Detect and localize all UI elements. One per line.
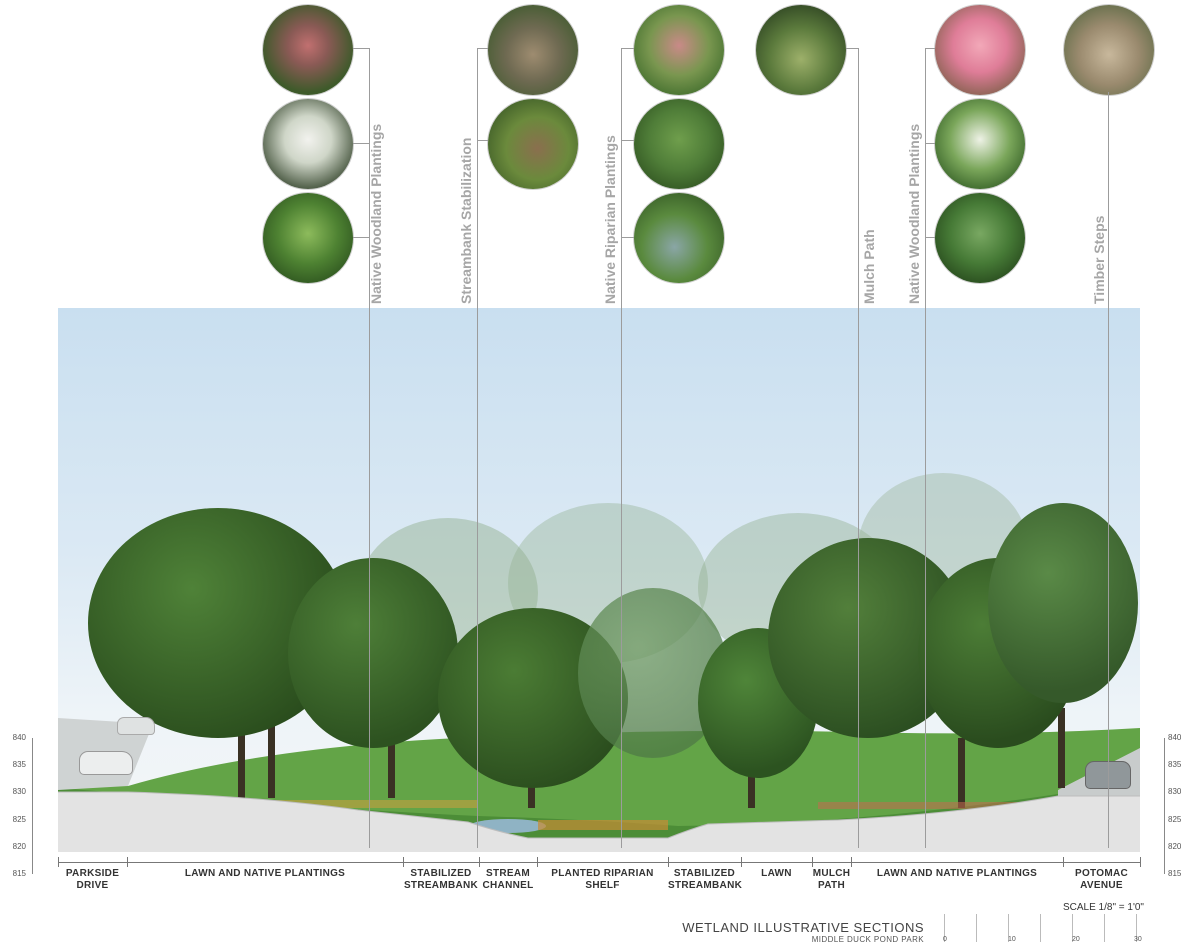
elevation-label: 830	[1168, 787, 1182, 796]
zone-divider	[812, 857, 813, 867]
car-icon	[118, 718, 154, 734]
drawing-title: WETLAND ILLUSTRATIVE SECTIONS	[682, 920, 924, 935]
ground-section-profile	[58, 791, 1140, 852]
pink-flowering-shrub-photo	[263, 5, 353, 95]
leader-line	[925, 237, 935, 238]
elevation-label: 835	[12, 760, 26, 769]
section-illustration	[58, 308, 1140, 852]
zone-divider	[1063, 857, 1064, 867]
drawing-subtitle: MIDDLE DUCK POND PARK	[811, 935, 924, 944]
annotation-label: Streambank Stabilization	[458, 137, 474, 304]
elevation-label: 840	[12, 733, 26, 742]
zone-divider	[668, 857, 669, 867]
tree-trunk	[958, 738, 965, 808]
leader-line	[477, 140, 488, 141]
stream-channel	[258, 800, 1068, 833]
elevation-label: 820	[12, 842, 26, 851]
tree-trunk	[1058, 708, 1065, 788]
zone-label: LAWN AND NATIVE PLANTINGS	[184, 868, 346, 879]
leader-line	[369, 48, 370, 848]
leader-line	[858, 48, 859, 848]
zone-divider	[58, 857, 59, 867]
elevation-label: 830	[12, 787, 26, 796]
leader-line	[846, 48, 858, 49]
elevation-label: 815	[1168, 869, 1182, 878]
leader-line	[1108, 92, 1109, 848]
fern-photo	[935, 193, 1025, 283]
elevation-scale-line	[32, 738, 33, 874]
woodland-path-photo	[756, 5, 846, 95]
wetland-meadow-photo	[634, 99, 724, 189]
scale-tick-label: 20	[1072, 936, 1080, 943]
annotation-label: Mulch Path	[861, 229, 877, 304]
leader-line	[353, 48, 369, 49]
elevation-label: 820	[1168, 842, 1182, 851]
tree-trunk	[388, 728, 395, 798]
flowering-grasses-photo	[634, 5, 724, 95]
white-flowering-shrub-photo	[263, 99, 353, 189]
scale-tick-label: 10	[1008, 936, 1016, 943]
leader-line	[621, 140, 634, 141]
zone-divider	[851, 857, 852, 867]
pink-azalea-photo	[935, 5, 1025, 95]
leader-line	[353, 237, 369, 238]
pond-edge-plantings-photo	[634, 193, 724, 283]
timber-steps-photo	[1064, 5, 1154, 95]
leader-line	[621, 48, 622, 848]
scale-label: SCALE 1/8" = 1'0"	[1062, 902, 1144, 913]
zone-divider	[741, 857, 742, 867]
tree-trunk	[238, 688, 245, 798]
scale-tick-label: 30	[1134, 936, 1142, 943]
rocky-stream-photo	[488, 5, 578, 95]
zone-label: LAWN AND NATIVE PLANTINGS	[876, 868, 1038, 879]
elevation-label: 840	[1168, 733, 1182, 742]
zone-divider	[537, 857, 538, 867]
zone-divider	[403, 857, 404, 867]
stone-lined-streambank-photo	[488, 99, 578, 189]
car-icon	[80, 752, 132, 774]
zone-baseline	[58, 862, 1140, 863]
leader-line	[925, 48, 926, 848]
elevation-scale-line	[1164, 738, 1165, 874]
leader-line	[477, 48, 488, 49]
white-blossom-shrub-photo	[935, 99, 1025, 189]
zone-label: LAWN	[761, 868, 792, 879]
leader-line	[621, 48, 634, 49]
annotation-label: Native Woodland Plantings	[368, 123, 384, 304]
elevation-label: 825	[12, 815, 26, 824]
leader-line	[925, 143, 935, 144]
scale-tick-label: 0	[943, 936, 947, 943]
zone-divider	[1140, 857, 1141, 867]
zone-divider	[479, 857, 480, 867]
elevation-label: 825	[1168, 815, 1182, 824]
scale-bar	[944, 914, 1144, 942]
tree-canopy	[988, 503, 1138, 703]
elevation-label: 815	[12, 869, 26, 878]
tree-canopy	[288, 558, 458, 748]
leader-line	[477, 48, 478, 848]
annotation-label: Timber Steps	[1091, 215, 1107, 304]
annotation-label: Native Riparian Plantings	[602, 135, 618, 304]
tree-trunk	[268, 698, 275, 798]
leader-line	[353, 143, 369, 144]
leader-line	[621, 237, 634, 238]
elevation-label: 835	[1168, 760, 1182, 769]
fern-photo	[263, 193, 353, 283]
annotation-label: Native Woodland Plantings	[906, 123, 922, 304]
zone-divider	[127, 857, 128, 867]
leader-line	[925, 48, 935, 49]
